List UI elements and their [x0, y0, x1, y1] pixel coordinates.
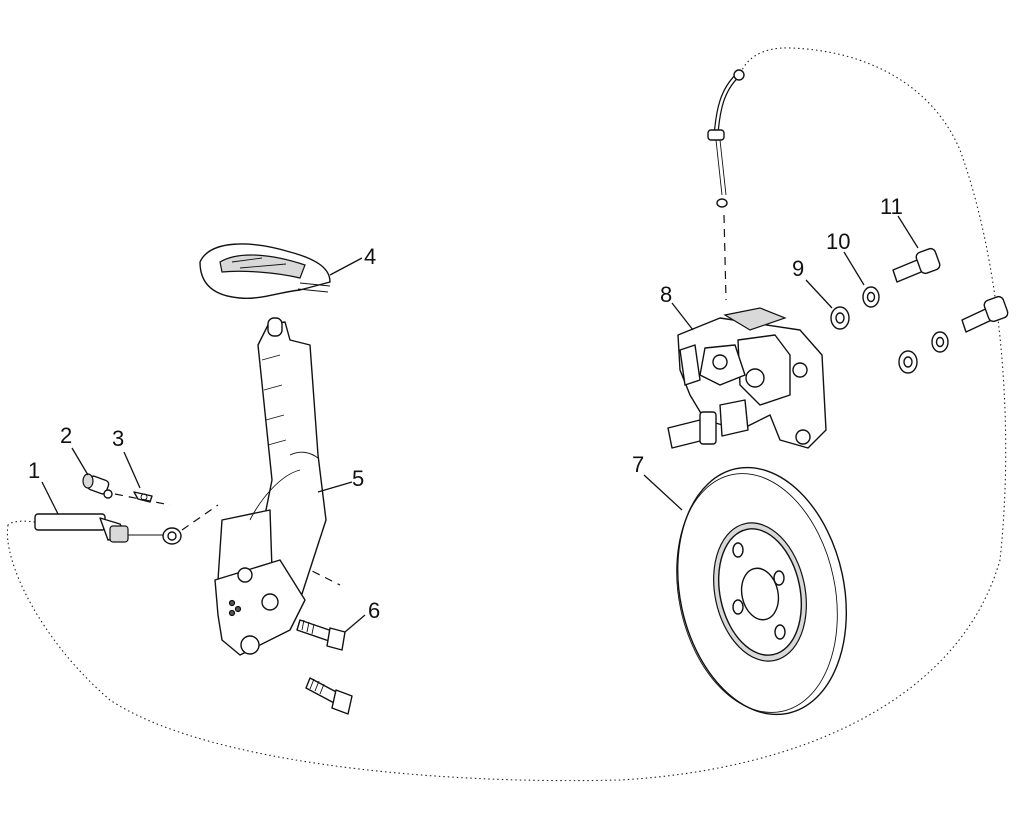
part-10-flat-washer — [862, 286, 880, 308]
part-9-lock-washer-2 — [898, 350, 918, 374]
callout-leaders — [41, 215, 919, 633]
part-6-bolt-lower — [305, 677, 353, 715]
callout-3: 3 — [112, 426, 124, 451]
callout-7: 7 — [632, 452, 644, 477]
callout-10: 10 — [826, 229, 850, 254]
assembly-line-2 — [181, 504, 219, 531]
part-6-bolt-upper — [296, 619, 346, 651]
part-10-flat-washer-2 — [931, 331, 949, 353]
callout-8: 8 — [660, 282, 672, 307]
callout-6: 6 — [368, 598, 380, 623]
brake-line — [707, 69, 745, 301]
part-7-brake-disc — [676, 466, 848, 716]
part-2-clevis-pin — [82, 473, 113, 499]
callout-1: 1 — [28, 458, 40, 483]
callout-5: 5 — [352, 466, 364, 491]
callout-4: 4 — [364, 244, 376, 269]
assembly-line-1 — [114, 493, 171, 506]
part-11-bolt — [892, 247, 941, 283]
part-8-brake-caliper — [667, 307, 827, 449]
part-9-lock-washer — [830, 306, 850, 330]
part-5-pedal-arm — [214, 317, 327, 656]
part-11-bolt-2 — [961, 295, 1009, 333]
callout-11: 11 — [880, 194, 903, 219]
part-4-pedal-pad — [199, 243, 331, 300]
cable-routing-loop — [6, 47, 1007, 782]
callout-2: 2 — [60, 423, 72, 448]
callout-9: 9 — [792, 256, 804, 281]
part-1-cable — [7, 513, 182, 545]
